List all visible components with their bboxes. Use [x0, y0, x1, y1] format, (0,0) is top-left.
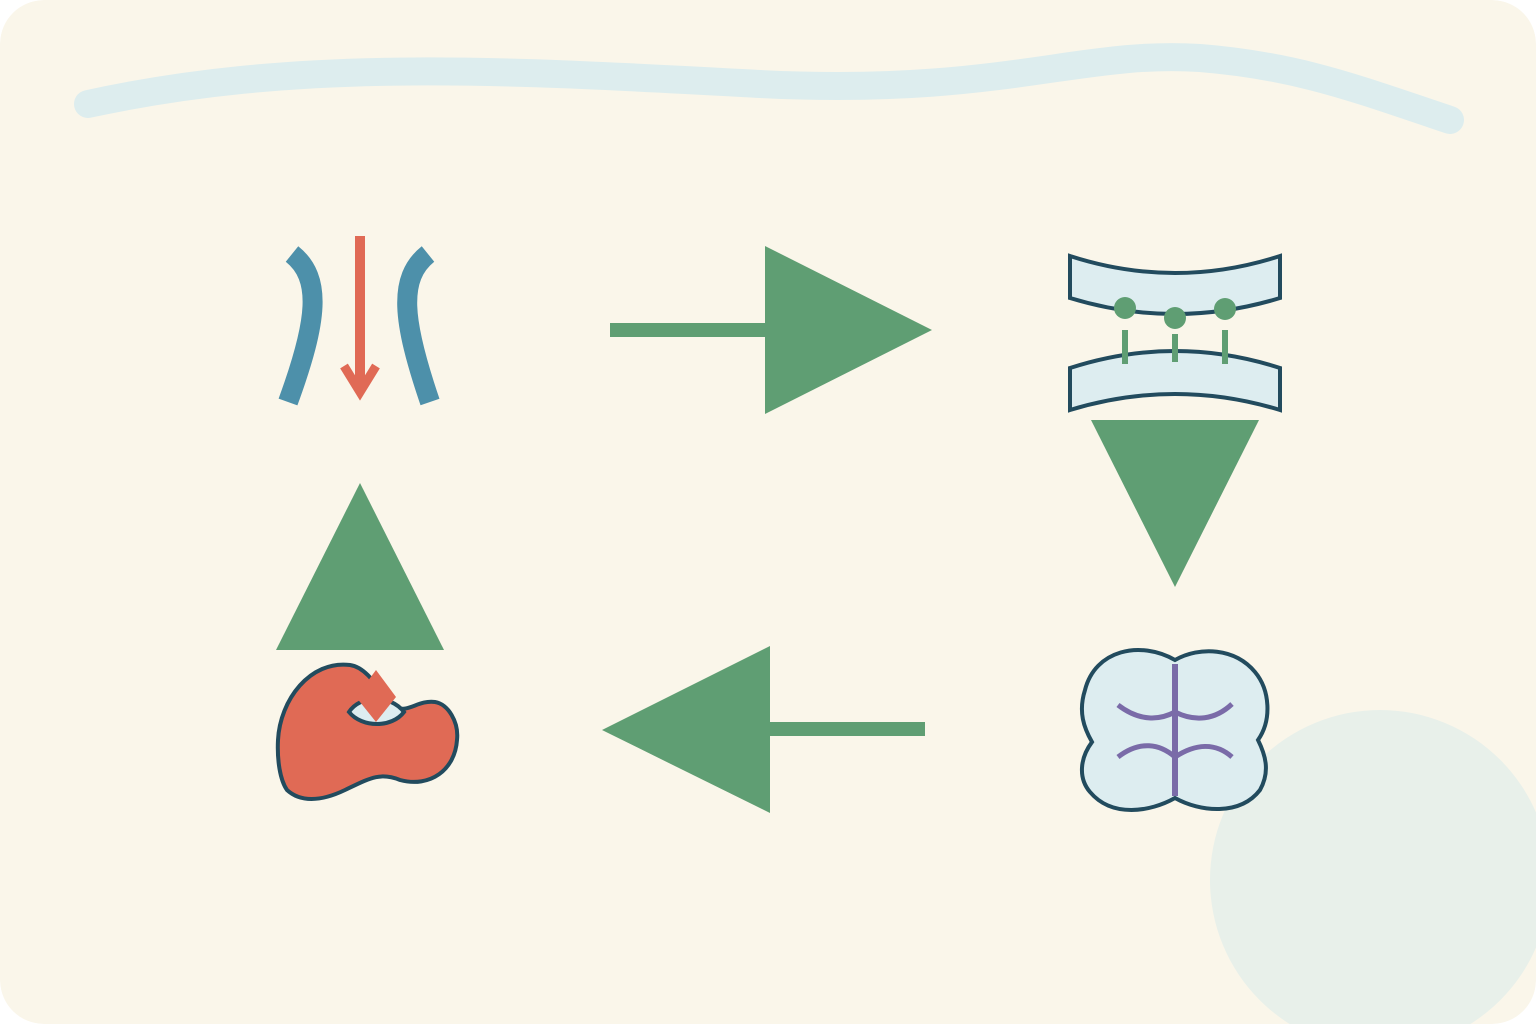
node-bottom-left: [275, 662, 460, 801]
decorative-wave: [74, 43, 1464, 134]
down-arrow-head-icon: [340, 363, 380, 401]
arrow-shaft: [610, 323, 770, 337]
cell-wave-lower-icon: [1116, 743, 1234, 761]
arrow-head-up-icon: [276, 483, 444, 650]
segmented-cell-icon: [1080, 648, 1270, 812]
flow-arrow-right: [610, 246, 932, 414]
corner-decoration-circle: [1210, 710, 1536, 1024]
blob-body-icon: [275, 662, 460, 801]
flow-arrow-left: [602, 646, 925, 813]
cell-wave-upper-icon: [1116, 702, 1234, 721]
left-wall-icon: [278, 246, 323, 406]
node-bottom-right: [1080, 648, 1270, 812]
arrow-head-right-icon: [765, 246, 932, 414]
receptor-binding-icon: [1068, 253, 1282, 413]
right-wall-icon: [397, 246, 440, 406]
arrow-head-down-icon: [1091, 420, 1259, 587]
blob-marker-diamond-icon: [356, 670, 396, 722]
flow-arrow-up: [276, 483, 444, 650]
arrow-shaft: [765, 722, 925, 736]
ligand-dot-icon: [1214, 298, 1236, 320]
red-blob-icon: [275, 662, 460, 801]
lower-membrane-icon: [1068, 349, 1282, 413]
node-top-right: [1068, 253, 1282, 413]
flow-arrow-down: [1091, 420, 1259, 587]
ligand-dot-icon: [1164, 307, 1186, 329]
downward-arrow-between-walls-icon: [278, 236, 440, 406]
arrow-head-left-icon: [602, 646, 770, 813]
node-top-left: [278, 236, 440, 406]
ligand-dot-icon: [1114, 297, 1136, 319]
